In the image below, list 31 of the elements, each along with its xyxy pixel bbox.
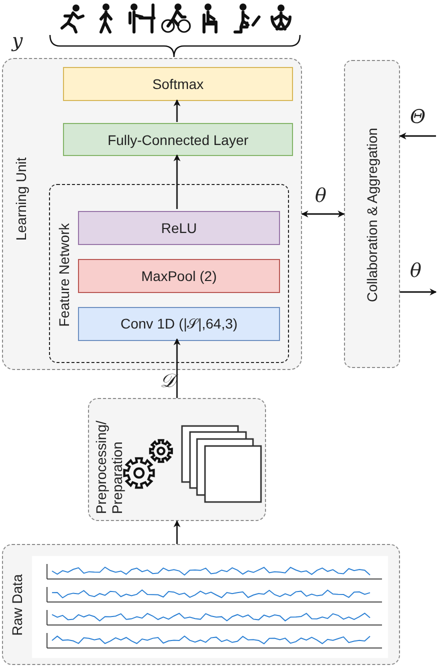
arrow [400,288,437,296]
edge-label: Θ [410,108,426,127]
group-box [49,184,289,363]
layer-box [63,67,293,101]
group-title: Collaboration & Aggregation [364,128,380,302]
arrow [174,338,180,398]
container-box [2,58,302,370]
layer-label: ReLU [160,220,198,236]
layer-label: MaxPool (2) [140,268,218,284]
edge-label: θ [410,262,422,281]
arrow [174,520,180,544]
group-title: Preprocessing/ Preparation [93,420,125,514]
process-box [88,398,266,521]
arrow [174,154,180,209]
group-title: Learning Unit [13,157,29,241]
data-box [2,544,400,665]
layer-box [63,123,293,156]
arrow [174,99,180,122]
math-symbol: y [12,32,23,51]
layer-box [78,211,280,245]
layer-label: Softmax [151,76,205,92]
layer-label: Conv 1D (|𝒮|,64,3) [119,316,239,332]
layer-label: Fully-Connected Layer [106,132,250,148]
group-title: Feature Network [56,223,72,327]
group-title: Raw Data [9,574,25,636]
process-box [344,60,400,368]
layer-box [78,259,280,293]
edge-label: θ [315,187,326,206]
layer-box [78,307,280,341]
arrow [399,132,436,140]
arrow [301,210,345,218]
